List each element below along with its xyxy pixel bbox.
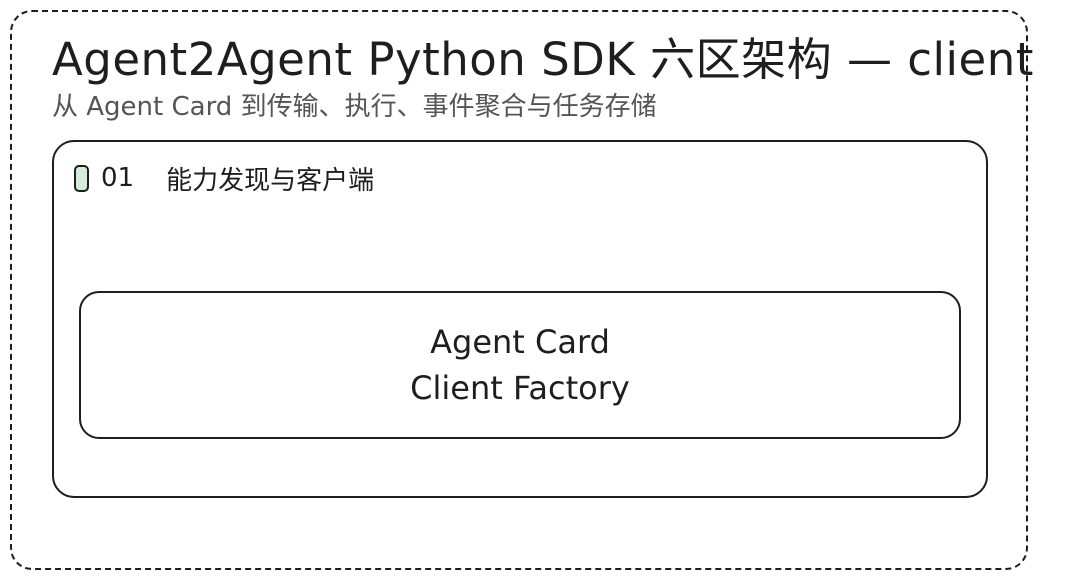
diagram-subtitle: 从 Agent Card 到传输、执行、事件聚合与任务存储 xyxy=(52,92,657,122)
section-header: 01 能力发现与客户端 xyxy=(74,162,375,196)
section-box-01 xyxy=(52,140,988,498)
component-line-client-factory: Client Factory xyxy=(410,369,630,407)
component-line-agent-card: Agent Card xyxy=(430,323,610,361)
section-title: 能力发现与客户端 xyxy=(166,165,375,196)
section-marker-icon xyxy=(74,164,89,192)
diagram-title: Agent2Agent Python SDK 六区架构 — client xyxy=(52,33,1034,86)
component-box-agent-card-client-factory: Agent Card Client Factory xyxy=(79,291,961,439)
outer-dashed-frame xyxy=(10,10,1028,570)
section-number: 01 xyxy=(101,163,135,193)
